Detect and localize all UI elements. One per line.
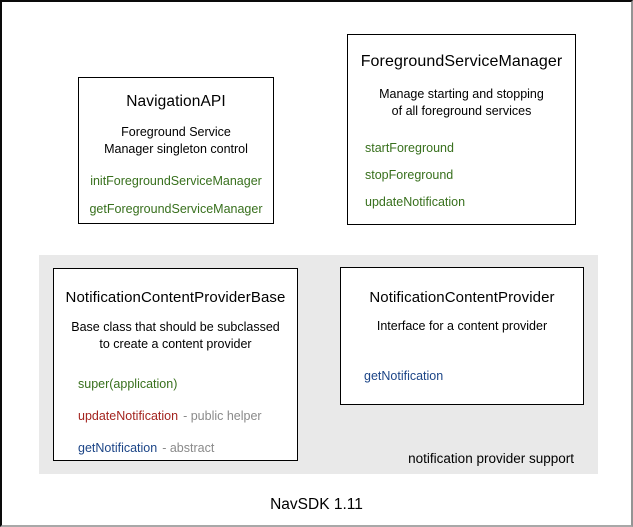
description-line: Manage starting and stopping	[379, 87, 544, 101]
method-init-foreground-service-manager: initForegroundServiceManager	[90, 174, 262, 188]
method-list: getNotification	[341, 369, 583, 383]
description-line: to create a content provider	[99, 337, 252, 351]
sdk-version-label: NavSDK 1.11	[270, 496, 363, 513]
description-line: of all foreground services	[391, 104, 532, 118]
description-line: Base class that should be subclassed	[71, 320, 280, 334]
method-row: getNotification - abstract	[78, 439, 297, 457]
description-line: Manager singleton control	[104, 142, 248, 156]
method-annotation-public-helper: - public helper	[183, 409, 262, 423]
class-title-notification-content-provider: NotificationContentProvider	[369, 289, 555, 306]
method-update-notification: updateNotification	[78, 409, 179, 423]
method-row: updateNotification - public helper	[78, 407, 297, 425]
class-box-notification-content-provider-base: NotificationContentProviderBase Base cla…	[53, 268, 298, 461]
description-line: Foreground Service	[121, 125, 231, 139]
class-description: Interface for a content provider	[341, 318, 583, 335]
class-title-notification-content-provider-base: NotificationContentProviderBase	[65, 289, 286, 306]
class-description: Base class that should be subclassed to …	[54, 319, 297, 353]
method-update-notification: updateNotification	[365, 195, 466, 209]
method-list: startForeground stopForeground updateNot…	[348, 141, 575, 209]
method-get-foreground-service-manager: getForegroundServiceManager	[89, 202, 263, 216]
class-description: Manage starting and stopping of all fore…	[348, 86, 575, 120]
class-description: Foreground Service Manager singleton con…	[79, 124, 273, 158]
class-box-foreground-service-manager: ForegroundServiceManager Manage starting…	[347, 34, 576, 225]
method-start-foreground: startForeground	[365, 141, 454, 155]
method-get-notification: getNotification	[78, 441, 158, 455]
class-box-notification-content-provider: NotificationContentProvider Interface fo…	[340, 267, 584, 405]
notification-provider-group: NotificationContentProviderBase Base cla…	[39, 255, 598, 474]
description-line: Interface for a content provider	[376, 319, 548, 333]
class-title-foreground-service-manager: ForegroundServiceManager	[360, 53, 563, 70]
method-annotation-abstract: - abstract	[162, 441, 215, 455]
method-super-application: super(application)	[78, 377, 178, 391]
method-stop-foreground: stopForeground	[365, 168, 454, 182]
group-label-notification-provider-support: notification provider support	[408, 451, 574, 466]
method-list: super(application) updateNotification - p…	[54, 375, 297, 457]
method-row: super(application)	[78, 375, 297, 393]
class-box-navigation-api: NavigationAPI Foreground Service Manager…	[78, 77, 274, 224]
method-get-notification: getNotification	[364, 369, 444, 383]
method-list: initForegroundServiceManager getForegrou…	[79, 174, 273, 216]
class-title-navigation-api: NavigationAPI	[126, 93, 226, 110]
